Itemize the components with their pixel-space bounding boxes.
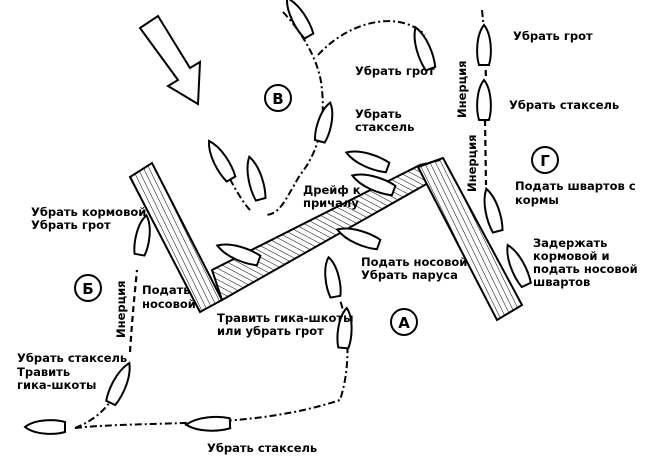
label-zaderzhat-3: подать носовой — [533, 262, 638, 276]
route-b-inertia — [128, 269, 139, 353]
label-b-staksel-1: Убрать стаксель — [17, 351, 127, 365]
label-zaderzhat-2: кормовой и — [533, 249, 610, 263]
label-ubrat-staksel-top: Убрать стаксель — [509, 98, 619, 112]
boat — [335, 227, 382, 251]
boat — [105, 361, 131, 407]
route-a — [74, 299, 349, 429]
boat — [207, 139, 237, 183]
boat — [344, 150, 391, 174]
label-v-ubrat-1: Убрать — [355, 107, 402, 121]
boat — [336, 306, 353, 350]
boat — [324, 255, 342, 299]
label-dreif-1: Дрейф к — [303, 183, 361, 197]
boat — [476, 78, 492, 121]
marker-a: А — [390, 308, 418, 336]
label-inertia-b: Инерция — [114, 280, 128, 338]
label-bottom-staksel: Убрать стаксель — [207, 441, 317, 455]
svg-text:В: В — [272, 90, 283, 108]
marker-v: В — [264, 84, 292, 112]
boat — [215, 243, 262, 267]
boat — [285, 0, 315, 40]
label-podat-nosovoy-1: Подать носовой — [361, 255, 467, 269]
label-v-ubrat-grot: Убрать грот — [355, 64, 435, 78]
label-b-staksel-3: гика-шкоты — [17, 378, 96, 392]
boat — [133, 213, 151, 257]
marker-g: Г — [531, 146, 559, 174]
label-b-kormovoy-2: Убрать грот — [31, 218, 111, 232]
label-podat-nosovoy-2: Убрать паруса — [361, 268, 458, 282]
boat — [506, 243, 532, 289]
svg-text:Б: Б — [82, 280, 93, 298]
route-v-top — [317, 20, 426, 56]
label-travit-2: или убрать грот — [217, 324, 324, 338]
label-b-podat-2: носовой — [142, 297, 196, 311]
boat — [483, 187, 504, 234]
boat — [413, 25, 437, 72]
label-zaderzhat-1: Задержать — [533, 236, 607, 250]
label-podat-shvartov-1: Подать швартов с — [515, 179, 636, 193]
route-a-boats — [419, 159, 441, 166]
boat — [246, 155, 267, 202]
label-inertia-g: Инерция — [465, 134, 479, 192]
label-b-staksel-2: Травить — [17, 365, 70, 379]
marker-b: Б — [74, 274, 102, 302]
boat — [476, 23, 492, 66]
boat — [184, 415, 232, 432]
label-podat-shvartov-2: кормы — [515, 193, 559, 207]
wind-arrow-icon — [138, 14, 202, 106]
svg-text:А: А — [398, 314, 410, 332]
boat — [350, 173, 397, 197]
boat — [23, 419, 66, 435]
label-inertia-g-top: Инерция — [455, 60, 469, 118]
label-b-kormovoy-1: Убрать кормовой — [31, 205, 146, 219]
label-v-ubrat-2: стаксель — [355, 120, 414, 134]
label-ubrat-grot-top: Убрать грот — [513, 29, 593, 43]
boat — [313, 101, 334, 144]
label-dreif-2: причалу — [303, 196, 359, 210]
label-zaderzhat-4: швартов — [533, 275, 590, 289]
label-b-podat-1: Подать — [142, 283, 191, 297]
label-travit-1: Травить гика-шкоты — [217, 311, 354, 325]
svg-text:Г: Г — [540, 152, 550, 170]
